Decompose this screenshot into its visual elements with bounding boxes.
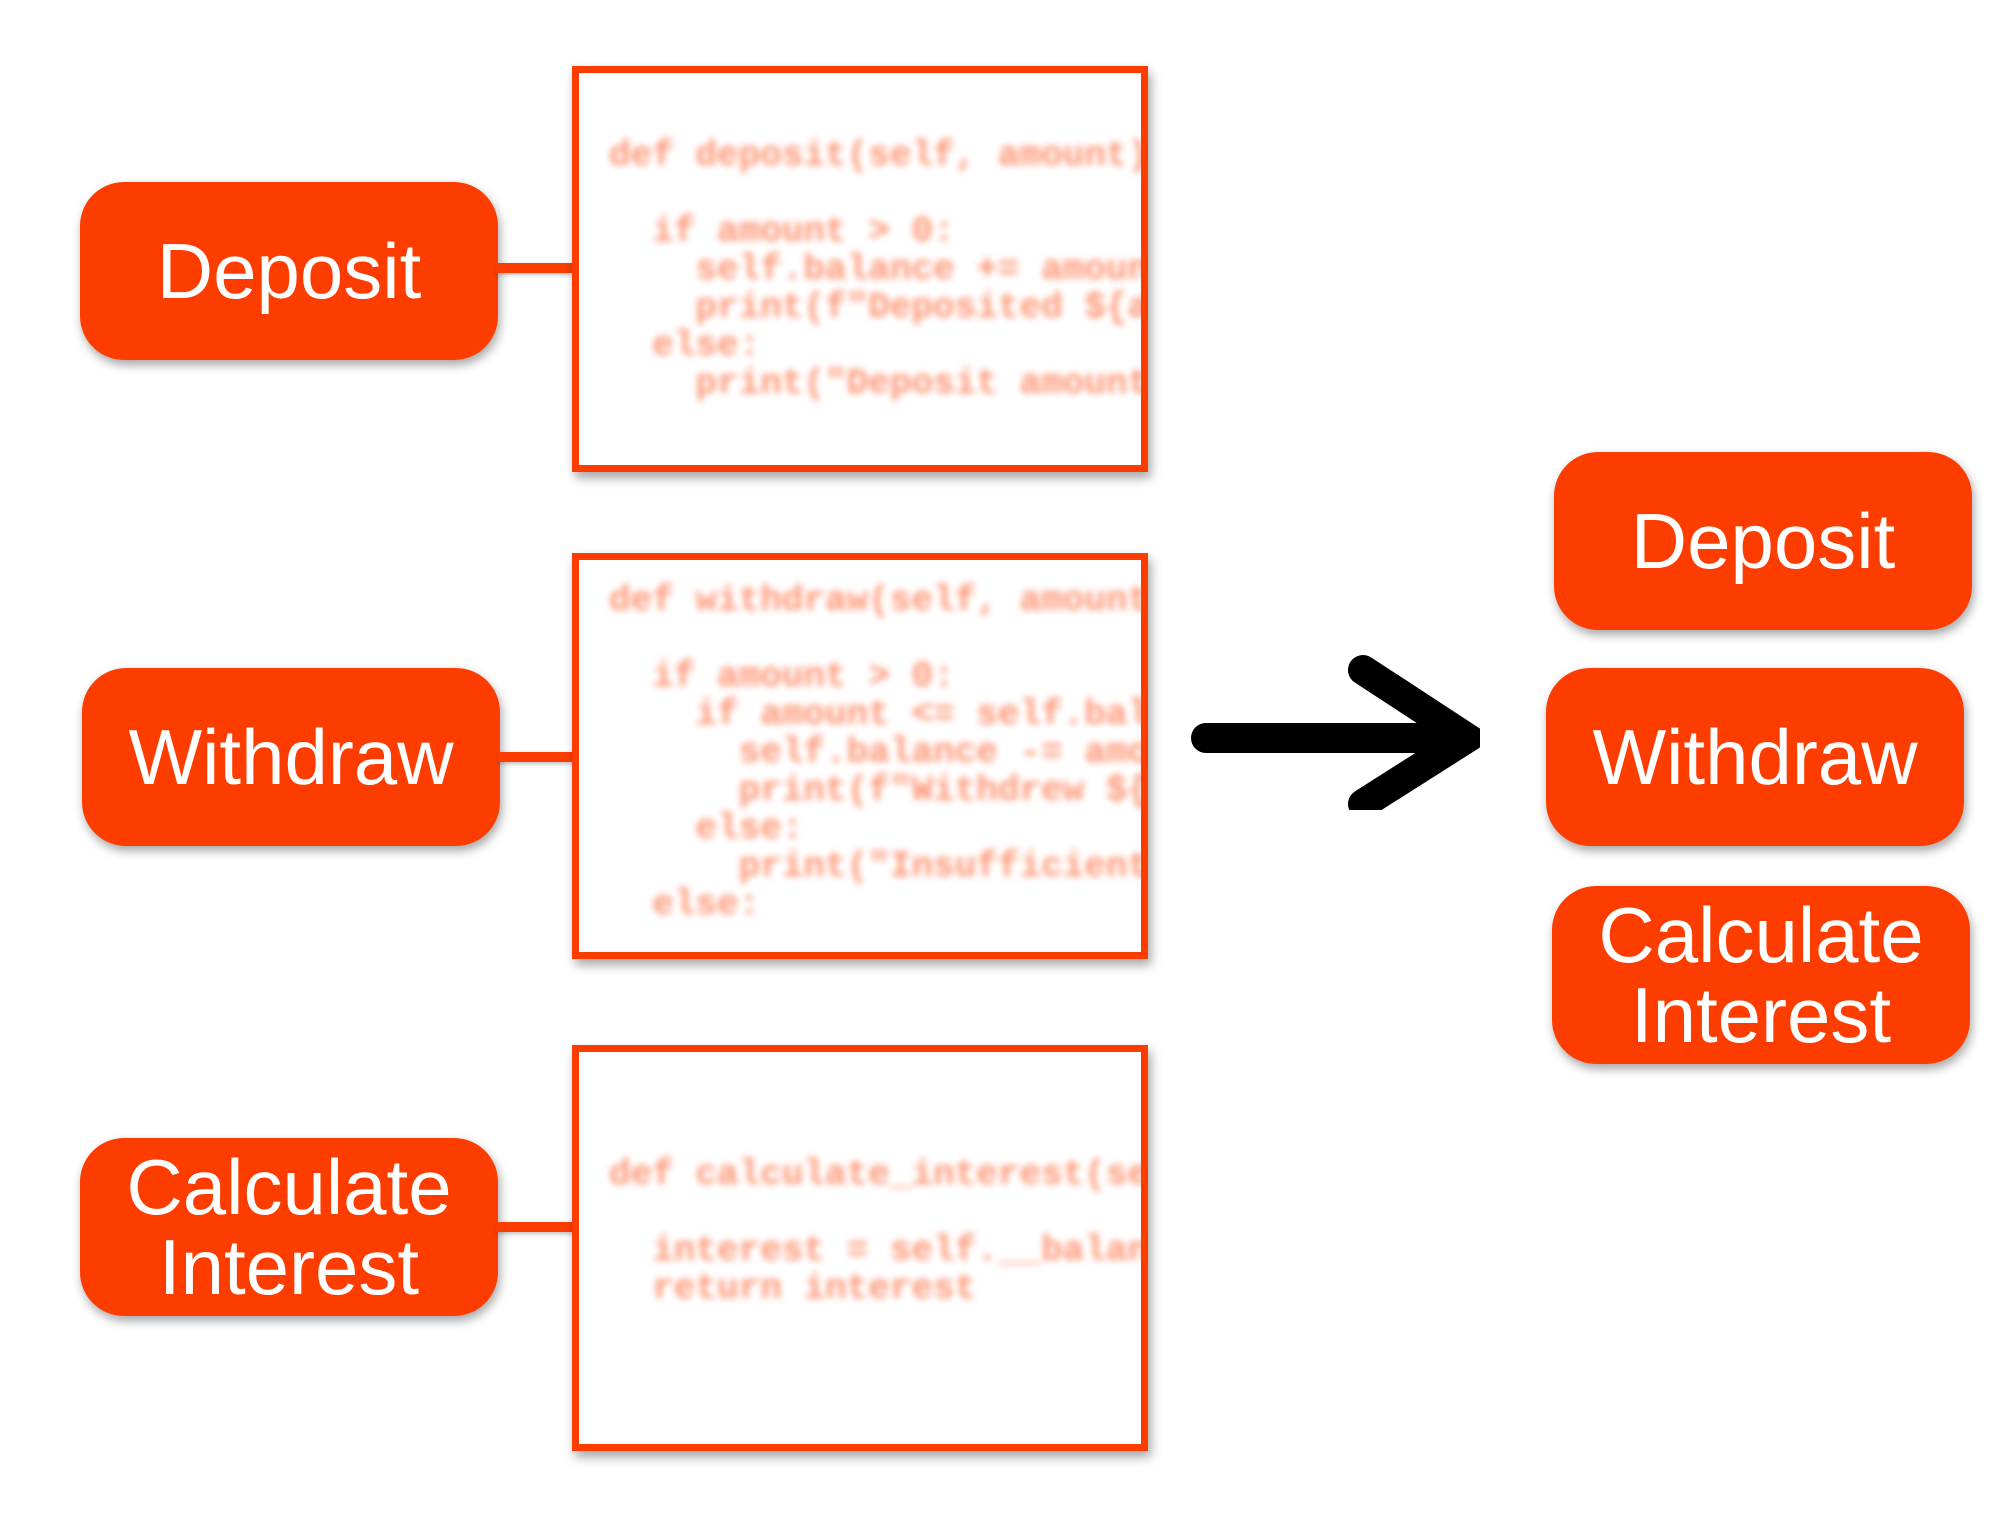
result-deposit-label: Deposit <box>1554 452 1972 630</box>
withdraw-label-text: Withdraw <box>128 713 454 801</box>
deposit-connector <box>496 263 574 273</box>
right-arrow-icon <box>1191 655 1480 810</box>
result-withdraw-label-text: Withdraw <box>1592 713 1918 801</box>
deposit-code: def deposit(self, amount): if amount > 0… <box>609 135 1148 404</box>
deposit-label-text: Deposit <box>156 227 422 315</box>
calculate-interest-connector <box>496 1222 574 1232</box>
deposit-code-box: def deposit(self, amount): if amount > 0… <box>572 66 1148 472</box>
result-calculate-interest-label-text: Calculate Interest <box>1598 891 1924 1059</box>
result-calculate-interest-label: Calculate Interest <box>1552 886 1970 1064</box>
deposit-label: Deposit <box>80 182 498 360</box>
calculate-interest-code: def calculate_interest(self): interest =… <box>609 1154 1148 1309</box>
result-withdraw-label: Withdraw <box>1546 668 1964 846</box>
withdraw-code-box: def withdraw(self, amount): if amount > … <box>572 553 1148 959</box>
calculate-interest-label-text: Calculate Interest <box>126 1143 452 1311</box>
withdraw-label: Withdraw <box>82 668 500 846</box>
calculate-interest-label: Calculate Interest <box>80 1138 498 1316</box>
calculate-interest-code-box: def calculate_interest(self): interest =… <box>572 1045 1148 1451</box>
withdraw-connector <box>498 752 574 762</box>
result-deposit-label-text: Deposit <box>1630 497 1896 585</box>
withdraw-code: def withdraw(self, amount): if amount > … <box>609 580 1148 925</box>
